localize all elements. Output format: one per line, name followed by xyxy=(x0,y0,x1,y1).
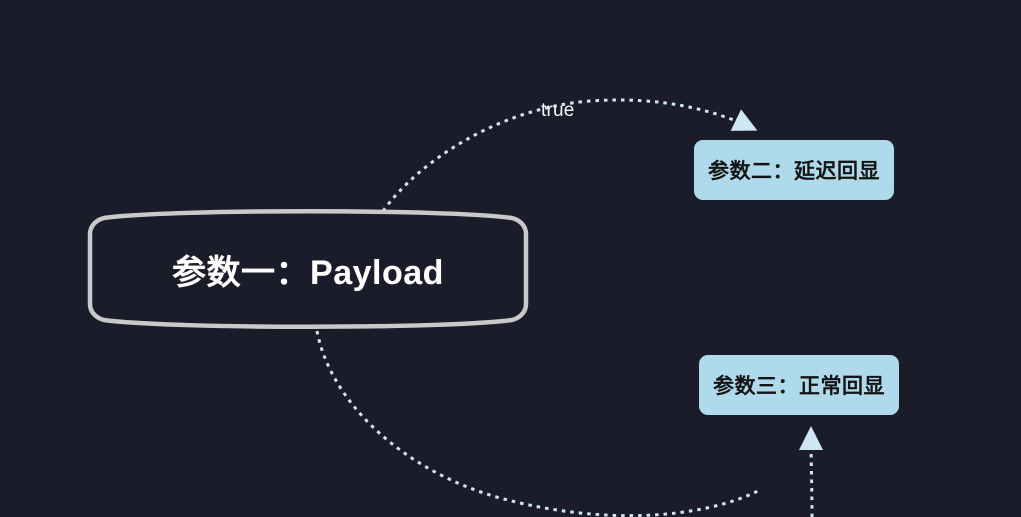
node-payload-shape xyxy=(87,209,529,329)
node-param3-label: 参数三：正常回显 xyxy=(713,375,885,398)
node-param3[interactable]: 参数三：正常回显 xyxy=(699,355,899,415)
edge-param3-tail[interactable] xyxy=(799,426,824,517)
edge-payload-param2[interactable] xyxy=(381,98,758,212)
node-param2[interactable]: 参数二：延迟回显 xyxy=(694,140,894,200)
node-payload-label: 参数一：Payload xyxy=(172,253,444,292)
node-param2-label: 参数二：延迟回显 xyxy=(708,160,880,183)
edge-payload-param3[interactable] xyxy=(315,330,761,517)
node-payload[interactable]: 参数一：Payload xyxy=(80,208,536,330)
edge-label-true: true xyxy=(541,100,575,121)
